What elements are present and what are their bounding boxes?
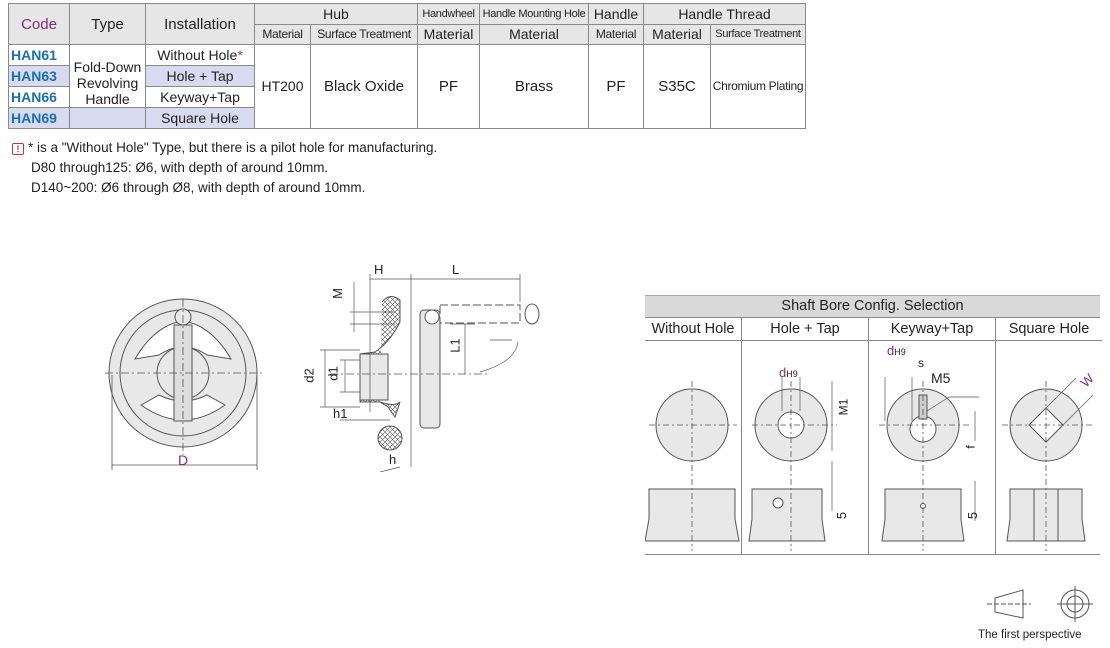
type-cell: Fold-Down Revolving Handle (69, 44, 146, 108)
bore-col-square-hole: Square Hole W (996, 318, 1102, 554)
header-installation: Installation (145, 3, 255, 45)
label-d2: d2 (301, 368, 317, 383)
bore-col-keyway-tap: Keyway+Tap dH9 s M5 f 5 (869, 318, 996, 554)
type-cell-empty (69, 107, 146, 129)
header-handle-material: Material (588, 24, 644, 45)
handwheel-front-view (105, 298, 265, 470)
thread-surface-value: Chromium Plating (710, 44, 806, 129)
header-thread-surface: Surface Treatment (710, 24, 806, 45)
label-D: D (178, 452, 189, 468)
installation-square-hole: Square Hole (145, 107, 255, 129)
label-d1: d1 (325, 366, 341, 381)
note-line-3: D140~200: Ø6 through Ø8, with depth of a… (31, 180, 366, 195)
header-handwheel-material: Material (417, 24, 480, 45)
bore-col-without-hole: Without Hole (644, 318, 742, 554)
label-M: M (329, 288, 345, 299)
header-handle-mounting-hole: Handle Mounting Hole (479, 3, 589, 25)
handwheel-material-value: PF (417, 44, 480, 129)
bore-col-hole-tap: Hole + Tap dH9 M1 5 (742, 318, 869, 554)
notes: ! * is a "Without Hole" Type, but there i… (12, 138, 437, 198)
thread-material-value: S35C (643, 44, 711, 129)
mounting-material-value: Brass (479, 44, 589, 129)
header-type: Type (69, 3, 146, 45)
bore-header: Keyway+Tap (869, 318, 995, 341)
installation-without-hole: Without Hole* (145, 44, 255, 66)
warning-icon: ! (12, 143, 24, 155)
note-line-2: D80 through125: Ø6, with depth of around… (31, 160, 329, 175)
header-hub-surface: Surface Treatment (310, 24, 418, 45)
code-han63: HAN63 (8, 65, 70, 87)
label-h9: H9 (894, 347, 906, 357)
bore-header: Hole + Tap (742, 318, 868, 341)
header-code: Code (8, 3, 70, 45)
label-5: 5 (834, 511, 850, 520)
bore-header: Square Hole (996, 318, 1102, 341)
label-d: d (779, 365, 787, 380)
spec-table: Code Type Installation Hub Handwheel Han… (8, 3, 806, 129)
header-handle: Handle (588, 3, 644, 25)
code-han69: HAN69 (8, 107, 70, 129)
label-L1: L1 (447, 338, 463, 353)
first-perspective-label: The first perspective (978, 629, 1082, 641)
hub-material-value: HT200 (254, 44, 311, 129)
label-m5: M5 (931, 370, 951, 386)
label-5: 5 (965, 511, 981, 520)
note-line-1: * is a "Without Hole" Type, but there is… (28, 140, 438, 155)
installation-keyway-tap: Keyway+Tap (145, 86, 255, 108)
code-han66: HAN66 (8, 86, 70, 108)
label-h1: h1 (333, 406, 348, 421)
bore-header: Without Hole (645, 318, 741, 341)
label-f: f (963, 445, 978, 449)
label-d: d (887, 343, 895, 358)
header-handle-thread: Handle Thread (643, 3, 806, 25)
bore-config-title: Shaft Bore Config. Selection (645, 296, 1100, 318)
hub-surface-value: Black Oxide (310, 44, 418, 129)
installation-hole-tap: Hole + Tap (145, 65, 255, 87)
header-thread-material: Material (643, 24, 711, 45)
header-hub: Hub (254, 3, 418, 25)
shaft-bore-config: Shaft Bore Config. Selection Without Hol… (644, 295, 1102, 555)
first-perspective-icon (987, 586, 1093, 622)
label-H: H (374, 262, 384, 277)
header-mounting-material: Material (479, 24, 589, 45)
handle-material-value: PF (588, 44, 644, 129)
header-hub-material: Material (254, 24, 311, 45)
label-s: s (918, 356, 924, 370)
label-L: L (452, 262, 460, 277)
code-han61: HAN61 (8, 44, 70, 66)
label-h9: H9 (786, 369, 798, 379)
handwheel-side-view (320, 274, 540, 472)
label-h: h (389, 452, 397, 467)
label-m1: M1 (836, 398, 851, 416)
header-handwheel: Handwheel (417, 3, 480, 25)
